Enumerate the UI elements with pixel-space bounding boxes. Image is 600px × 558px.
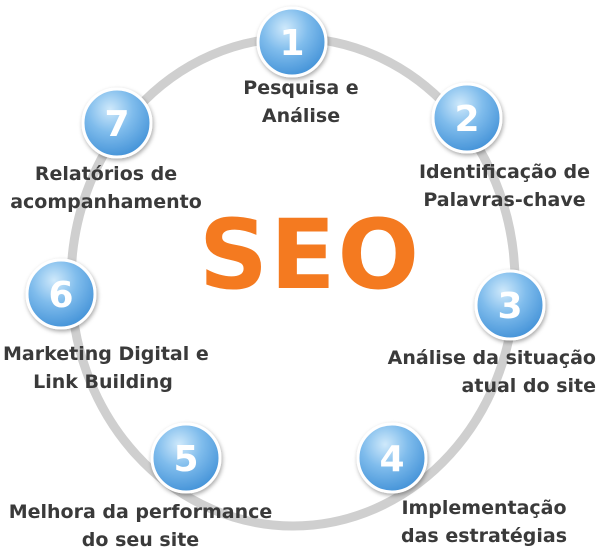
step-3-circle-shape bbox=[474, 269, 546, 341]
step-1-label-line1: Pesquisa e bbox=[243, 77, 359, 99]
step-3-label-line1: Análise da situação bbox=[387, 347, 596, 369]
step-6-label: Marketing Digital e Link Building bbox=[3, 340, 209, 396]
step-2-label-line2: Palavras-chave bbox=[423, 189, 586, 211]
step-1-label-line2: Análise bbox=[261, 105, 341, 127]
step-7-label-line2: acompanhamento bbox=[10, 191, 202, 213]
step-1-circle-shape bbox=[256, 6, 328, 78]
step-6-circle-shape bbox=[25, 258, 97, 330]
step-2-label-line1: Identificação de bbox=[418, 161, 591, 183]
step-2-label: Identificação de Palavras-chave bbox=[412, 158, 597, 214]
step-4-circle: 4 bbox=[356, 422, 428, 494]
step-7-label: Relatórios de acompanhamento bbox=[6, 160, 206, 216]
step-4-label-line2: das estratégias bbox=[400, 525, 568, 547]
step-6-number: 6 bbox=[48, 275, 73, 316]
step-5-circle: 5 bbox=[150, 422, 222, 494]
step-3-label: Análise da situação atual do site bbox=[384, 344, 596, 400]
step-4-circle-shape bbox=[356, 422, 428, 494]
step-5-number: 5 bbox=[173, 439, 198, 480]
step-7-label-line1: Relatórios de bbox=[34, 163, 178, 185]
step-4-label-line1: Implementação bbox=[401, 497, 567, 519]
step-2-circle: 2 bbox=[431, 82, 503, 154]
step-5-circle-shape bbox=[150, 422, 222, 494]
step-3-number: 3 bbox=[497, 286, 522, 327]
step-6-label-line2: Link Building bbox=[33, 371, 173, 393]
step-4-number: 4 bbox=[379, 439, 404, 480]
step-4-label: Implementação das estratégias bbox=[398, 494, 570, 550]
step-6-label-line1: Marketing Digital e bbox=[3, 343, 209, 365]
step-2-number: 2 bbox=[454, 99, 479, 140]
step-3-label-line2: atual do site bbox=[461, 375, 596, 397]
step-1-number: 1 bbox=[279, 23, 304, 64]
step-7-circle: 7 bbox=[81, 87, 153, 159]
step-2-circle-shape bbox=[431, 82, 503, 154]
step-5-label-line2: do seu site bbox=[81, 529, 200, 551]
seo-title: SEO bbox=[198, 199, 422, 311]
step-5-label: Melhora da performance do seu site bbox=[8, 498, 273, 554]
step-6-circle: 6 bbox=[25, 258, 97, 330]
step-7-circle-shape bbox=[81, 87, 153, 159]
step-1-label: Pesquisa e Análise bbox=[236, 74, 366, 130]
step-3-circle: 3 bbox=[474, 269, 546, 341]
step-7-number: 7 bbox=[104, 104, 129, 145]
step-5-label-line1: Melhora da performance bbox=[8, 501, 273, 523]
step-1-circle: 1 bbox=[256, 6, 328, 78]
